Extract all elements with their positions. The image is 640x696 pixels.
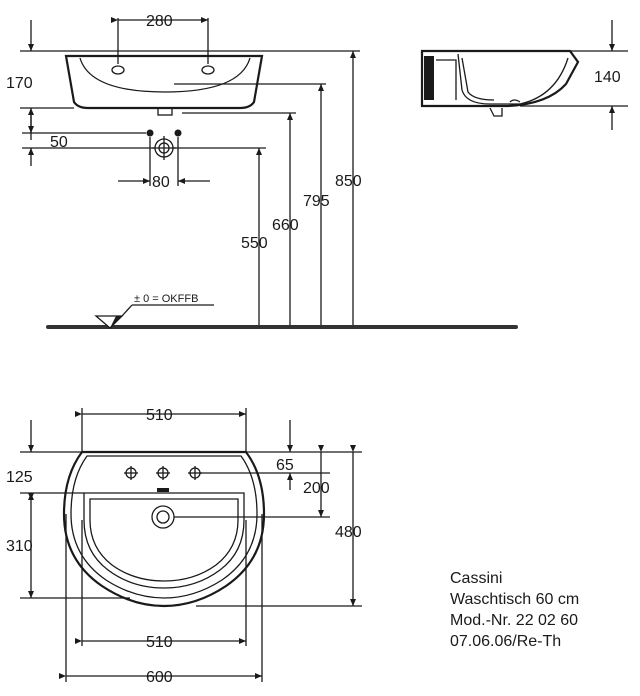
product-name: Cassini — [450, 570, 503, 587]
dim-bowl-depth: 310 — [6, 538, 33, 555]
dim-back-width: 510 — [146, 407, 173, 424]
dim-tap-spacing: 280 — [146, 13, 173, 30]
dim-bowl-width: 510 — [146, 634, 173, 651]
dim-total-width: 600 — [146, 669, 173, 686]
dim-top-height: 850 — [335, 173, 362, 190]
product-description: Waschtisch 60 cm — [450, 591, 580, 608]
dim-drain-offset: 50 — [50, 134, 68, 151]
top-basin-outline — [62, 450, 266, 608]
dim-back-depth: 125 — [6, 469, 33, 486]
floor-level-label: ± 0 = OKFFB — [134, 293, 198, 305]
top-drain-inner — [156, 510, 170, 524]
dim-drain-height: 550 — [241, 235, 268, 252]
top-overflow — [157, 488, 169, 492]
front-tap-hole-right — [201, 65, 215, 75]
front-tap-hole-left — [111, 65, 125, 75]
dim-side-depth: 140 — [594, 69, 621, 86]
title-block: Cassini Waschtisch 60 cm Mod.-Nr. 22 02 … — [450, 568, 630, 652]
side-view: 140 — [420, 20, 628, 130]
top-drain-outer — [151, 505, 175, 529]
fixing-point-left — [146, 129, 154, 137]
dim-tap-offset: 65 — [276, 457, 294, 474]
dim-fixing-height: 660 — [272, 217, 299, 234]
top-bowl-outline — [83, 492, 245, 589]
front-basin-outline — [64, 54, 264, 110]
dim-total-depth: 480 — [335, 524, 362, 541]
fixing-point-right — [174, 129, 182, 137]
top-basin-rim — [70, 455, 258, 599]
dim-basin-height: 170 — [6, 75, 33, 92]
dim-overflow-height: 795 — [303, 193, 330, 210]
side-bowl-contour — [457, 53, 569, 105]
front-basin-inner-contour — [79, 57, 251, 93]
side-wall-section — [424, 56, 434, 100]
model-number: Mod.-Nr. 22 02 60 — [450, 612, 579, 629]
side-basin-outline — [420, 49, 580, 108]
front-waste-stub — [157, 107, 173, 116]
top-view: 510 125 310 65 200 480 510 — [6, 407, 362, 686]
dim-drain-from-back: 200 — [303, 480, 330, 497]
front-view: 280 170 50 80 550 660 795 850 — [6, 13, 518, 329]
dim-drain-spacing: 80 — [152, 174, 170, 191]
revision-date: 07.06.06/Re-Th — [450, 633, 562, 650]
